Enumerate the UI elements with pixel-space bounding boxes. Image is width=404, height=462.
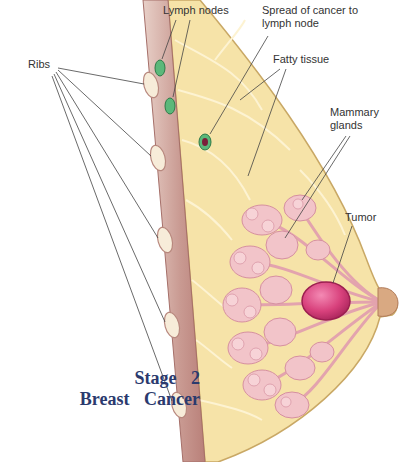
milk-ducts <box>242 208 382 405</box>
tumor <box>302 282 350 320</box>
mammary-glands-label: Mammary glands <box>330 106 392 132</box>
lymph-node <box>155 60 165 76</box>
fat-strands <box>175 20 345 420</box>
ribs-label: Ribs <box>28 58 50 71</box>
nipple <box>378 288 398 317</box>
lobule-detail <box>226 199 303 407</box>
tumor-label: Tumor <box>345 211 376 224</box>
affected-lymph-node <box>199 134 211 150</box>
fatty-tissue-label: Fatty tissue <box>273 53 329 66</box>
cancer-spread <box>202 138 208 146</box>
spread-label: Spread of cancer to lymph node <box>262 4 380 30</box>
ribs <box>141 71 189 420</box>
fatty-tissue <box>168 0 397 462</box>
lymph-node-label: Lymph nodes <box>163 4 229 17</box>
diagram-title: Stage 2 Breast Cancer <box>76 368 200 410</box>
leader-lines <box>52 20 352 401</box>
lymph-node <box>165 98 175 114</box>
